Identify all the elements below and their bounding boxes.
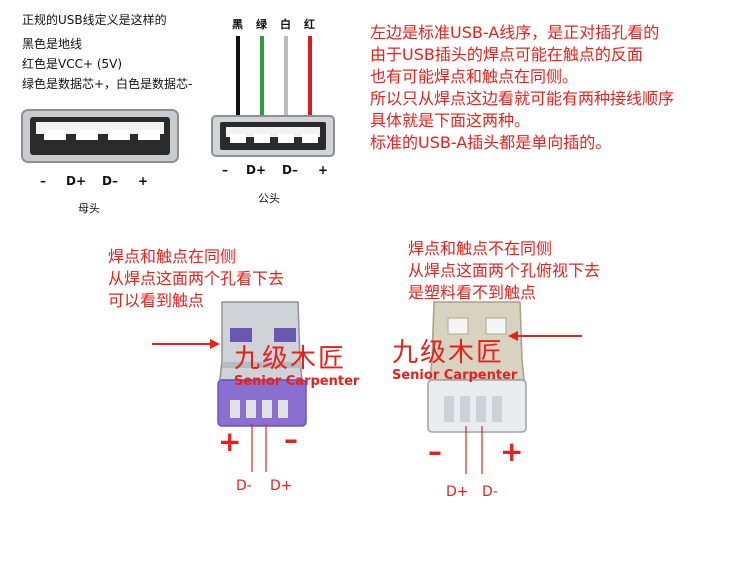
left-label-dplus: D+ <box>270 478 293 494</box>
definition-line: 红色是VCC+ (5V) <box>22 54 192 74</box>
pin-label-dminus: D– <box>282 163 298 177</box>
left-minus-sign: – <box>284 426 298 454</box>
female-connector-diagram <box>20 108 180 164</box>
explanation-line: 也有可能焊点和触点在同侧。 <box>370 66 674 88</box>
note-line: 焊点和触点不在同侧 <box>408 238 600 260</box>
right-minus-sign: – <box>428 438 442 466</box>
male-connector-diagram <box>208 36 338 160</box>
pin-label-dplus: D+ <box>66 174 86 188</box>
left-label-dminus: D- <box>236 478 252 494</box>
wire-label-black: 黑 <box>232 16 243 32</box>
wire-label-red: 红 <box>304 16 315 32</box>
explanation-line: 所以只从焊点这边看就可能有两种接线顺序 <box>370 88 674 110</box>
pin-label-vcc: + <box>138 174 148 188</box>
explanation-line: 由于USB插头的焊点可能在触点的反面 <box>370 44 674 66</box>
male-caption: 公头 <box>258 190 280 206</box>
explanation-line: 具体就是下面这两种。 <box>370 110 674 132</box>
explanation-line: 标准的USB-A插头都是单向插的。 <box>370 132 674 154</box>
left-watermark-cn: 九级木匠 <box>234 338 346 375</box>
pin-label-vcc: + <box>318 163 328 177</box>
pin-label-dminus: D– <box>102 174 118 188</box>
left-usb-plug-illustration <box>150 300 330 500</box>
right-photo-note: 焊点和触点不在同侧 从焊点这面两个孔俯视下去 是塑料看不到触点 <box>408 238 600 304</box>
female-caption: 母头 <box>78 200 100 216</box>
right-label-dplus: D+ <box>446 484 469 500</box>
note-line: 从焊点这面两个孔看下去 <box>108 268 284 290</box>
explanation-text: 左边是标准USB-A线序，是正对插孔看的 由于USB插头的焊点可能在触点的反面 … <box>370 22 674 154</box>
left-watermark-en: Senior Carpenter <box>234 374 359 389</box>
pin-label-gnd: – <box>222 163 228 177</box>
right-label-dminus: D- <box>482 484 498 500</box>
pin-label-gnd: – <box>40 174 46 188</box>
note-line: 从焊点这面两个孔俯视下去 <box>408 260 600 282</box>
definition-line: 绿色是数据芯+，白色是数据芯- <box>22 74 192 94</box>
right-watermark-cn: 九级木匠 <box>392 332 504 369</box>
right-plus-sign: + <box>500 438 523 466</box>
wire-label-green: 绿 <box>256 16 267 32</box>
note-line: 焊点和触点在同侧 <box>108 246 284 268</box>
wire-label-white: 白 <box>280 16 291 32</box>
standard-definition-text: 正规的USB线定义是这样的 黑色是地线 红色是VCC+ (5V) 绿色是数据芯+… <box>22 10 192 94</box>
right-watermark-en: Senior Carpenter <box>392 368 517 383</box>
explanation-line: 左边是标准USB-A线序，是正对插孔看的 <box>370 22 674 44</box>
left-plus-sign: + <box>218 428 241 456</box>
definition-line: 黑色是地线 <box>22 34 192 54</box>
pin-label-dplus: D+ <box>246 163 266 177</box>
definition-line: 正规的USB线定义是这样的 <box>22 10 192 30</box>
